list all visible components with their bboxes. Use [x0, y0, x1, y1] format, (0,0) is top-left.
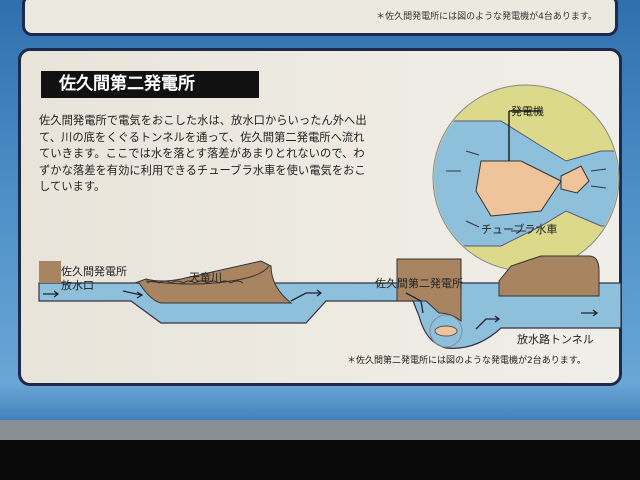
generator-label: 発電機: [511, 105, 544, 118]
water-channel: [38, 255, 622, 349]
dark-base: [0, 440, 640, 480]
top-footnote: ＊佐久間発電所には図のような発電機が4台あります。: [376, 12, 597, 22]
river-label: 天竜川: [189, 271, 222, 284]
riverbed: [134, 260, 293, 304]
station-building: [396, 258, 462, 323]
flow-arrows: [43, 289, 599, 330]
station-label: 佐久間第二発電所: [375, 277, 463, 290]
tunnel-label: 放水路トンネル: [517, 333, 594, 346]
diagram: [38, 84, 622, 349]
info-panel: 佐久間第二発電所 佐久間発電所で電気をおこした水は、放水口からいったん外へ出て、…: [18, 48, 622, 386]
riverbed-edge: [145, 265, 270, 285]
outlet-rock: [39, 261, 61, 283]
panel-title: 佐久間第二発電所: [41, 71, 259, 98]
river-surface-waves: [146, 280, 244, 284]
small-turbine-icon: [434, 325, 458, 337]
outlet-label-1: 佐久間発電所: [61, 265, 127, 278]
tubular-turbine-label: チューブラ水車: [481, 223, 558, 236]
panel-body-text: 佐久間発電所で電気をおこした水は、放水口からいったん外へ出て、川の底をくぐるトン…: [39, 114, 367, 193]
top-panel: ＊佐久間発電所には図のような発電機が4台あります。: [22, 0, 618, 36]
turbine-inset: [432, 84, 620, 272]
mountain-rock: [498, 255, 600, 297]
turbine-body: [475, 160, 562, 217]
inset-flow-arrows: [446, 150, 607, 232]
turbine-highlight-circle: [429, 314, 463, 348]
floor-strip: [0, 420, 640, 442]
runner-icon: [560, 165, 590, 194]
outlet-label-2: 放水口: [61, 279, 94, 292]
diagram-footnote: ＊佐久間第二発電所には図のような発電機が2台あります。: [347, 356, 586, 366]
